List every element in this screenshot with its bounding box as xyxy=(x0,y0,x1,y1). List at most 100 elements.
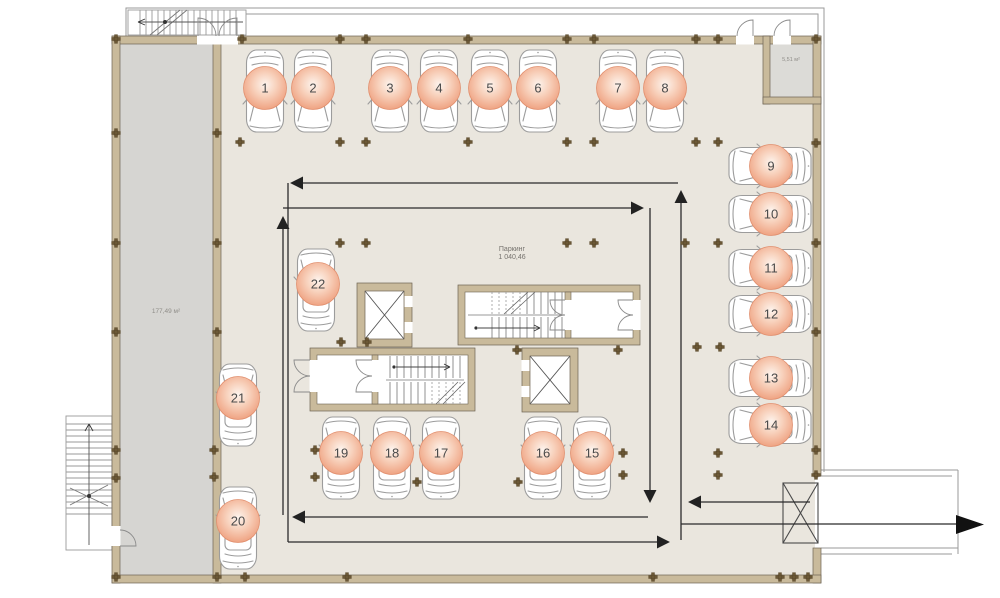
parking-spot-badge-2: 2 xyxy=(291,66,335,110)
parking-spot-number: 2 xyxy=(309,81,316,96)
parking-spot-badge-12: 12 xyxy=(749,292,793,336)
storage-room xyxy=(770,44,813,97)
structural-column xyxy=(589,238,599,248)
structural-column xyxy=(463,34,473,44)
columns-layer xyxy=(111,34,821,582)
structural-column xyxy=(713,448,723,458)
structural-column xyxy=(562,34,572,44)
parking-spot-badge-21: 21 xyxy=(216,376,260,420)
structural-column xyxy=(361,238,371,248)
parking-spot-number: 19 xyxy=(334,446,348,461)
structural-column xyxy=(811,238,821,248)
parking-spot-badge-15: 15 xyxy=(570,431,614,475)
structural-column xyxy=(111,327,121,337)
ramp-zone xyxy=(120,44,213,575)
structural-column xyxy=(361,137,371,147)
core-stairwell-upper xyxy=(457,284,641,346)
parking-spot-number: 14 xyxy=(764,418,778,433)
ramp-area-label: 177,49 м² xyxy=(152,308,181,315)
parking-name-label: Паркинг xyxy=(499,246,526,253)
parking-spot-number: 13 xyxy=(764,371,778,386)
parking-spot-badge-3: 3 xyxy=(368,66,412,110)
structural-column xyxy=(715,342,725,352)
parking-spot-number: 17 xyxy=(434,446,448,461)
parking-spot-number: 8 xyxy=(661,81,668,96)
structural-column xyxy=(310,472,320,482)
parking-spot-number: 5 xyxy=(486,81,493,96)
structural-column xyxy=(463,137,473,147)
structural-column xyxy=(775,572,785,582)
structural-column xyxy=(691,34,701,44)
structural-column xyxy=(680,238,690,248)
entry-ramp xyxy=(821,469,959,555)
parking-spot-number: 4 xyxy=(435,81,442,96)
parking-spot-badge-18: 18 xyxy=(370,431,414,475)
parking-spot-number: 22 xyxy=(311,277,325,292)
parking-spot-number: 11 xyxy=(764,261,778,276)
structural-column xyxy=(212,238,222,248)
structural-column xyxy=(212,327,222,337)
parking-spot-badge-16: 16 xyxy=(521,431,565,475)
exterior-stair-top xyxy=(127,9,247,36)
parking-spot-number: 6 xyxy=(534,81,541,96)
parking-spot-number: 15 xyxy=(585,446,599,461)
exterior-stair-left xyxy=(65,415,113,551)
exit-arrowhead xyxy=(956,515,984,534)
structural-column xyxy=(589,137,599,147)
structural-column xyxy=(562,238,572,248)
parking-spot-badge-13: 13 xyxy=(749,356,793,400)
parking-spot-number: 1 xyxy=(261,81,268,96)
structural-column xyxy=(811,34,821,44)
structural-column xyxy=(618,470,628,480)
structural-column xyxy=(811,138,821,148)
structural-column xyxy=(713,34,723,44)
structural-column xyxy=(713,137,723,147)
structural-column xyxy=(513,477,523,487)
structural-column xyxy=(240,572,250,582)
structural-column xyxy=(362,337,372,347)
parking-spot-badge-11: 11 xyxy=(749,246,793,290)
structural-column xyxy=(237,34,247,44)
storage-area-label: 5,51 м² xyxy=(782,57,800,63)
structural-column xyxy=(562,137,572,147)
parking-spot-badge-8: 8 xyxy=(643,66,687,110)
traffic-arrows xyxy=(276,176,956,549)
structural-column xyxy=(111,473,121,483)
structural-column xyxy=(618,448,628,458)
structural-column xyxy=(691,137,701,147)
parking-spot-number: 12 xyxy=(764,307,778,322)
structural-column xyxy=(111,572,121,582)
parking-spot-badge-20: 20 xyxy=(216,499,260,543)
structural-column xyxy=(512,345,522,355)
structural-column xyxy=(335,137,345,147)
parking-spot-number: 21 xyxy=(231,391,245,406)
structural-column xyxy=(111,445,121,455)
parking-area-label: 1 040,46 xyxy=(498,254,525,261)
structural-column xyxy=(235,137,245,147)
structural-column xyxy=(111,128,121,138)
structural-column xyxy=(111,34,121,44)
structural-column xyxy=(335,34,345,44)
parking-spot-badge-9: 9 xyxy=(749,144,793,188)
structural-column xyxy=(811,327,821,337)
perimeter-doors xyxy=(111,17,791,547)
parking-spot-number: 9 xyxy=(767,159,774,174)
structural-column xyxy=(212,128,222,138)
upper-floor-outline xyxy=(125,7,825,472)
elevator-1 xyxy=(356,282,413,348)
structural-column xyxy=(811,445,821,455)
structural-column xyxy=(692,342,702,352)
parking-spot-badge-19: 19 xyxy=(319,431,363,475)
vehicle-gate xyxy=(782,482,819,544)
parking-spot-badge-5: 5 xyxy=(468,66,512,110)
parking-spot-number: 7 xyxy=(614,81,621,96)
core-stairwell-lower xyxy=(293,347,476,412)
structural-column xyxy=(342,572,352,582)
parking-spot-badge-7: 7 xyxy=(596,66,640,110)
structural-column xyxy=(713,238,723,248)
structural-column xyxy=(648,572,658,582)
parking-spot-badge-6: 6 xyxy=(516,66,560,110)
structural-column xyxy=(111,238,121,248)
